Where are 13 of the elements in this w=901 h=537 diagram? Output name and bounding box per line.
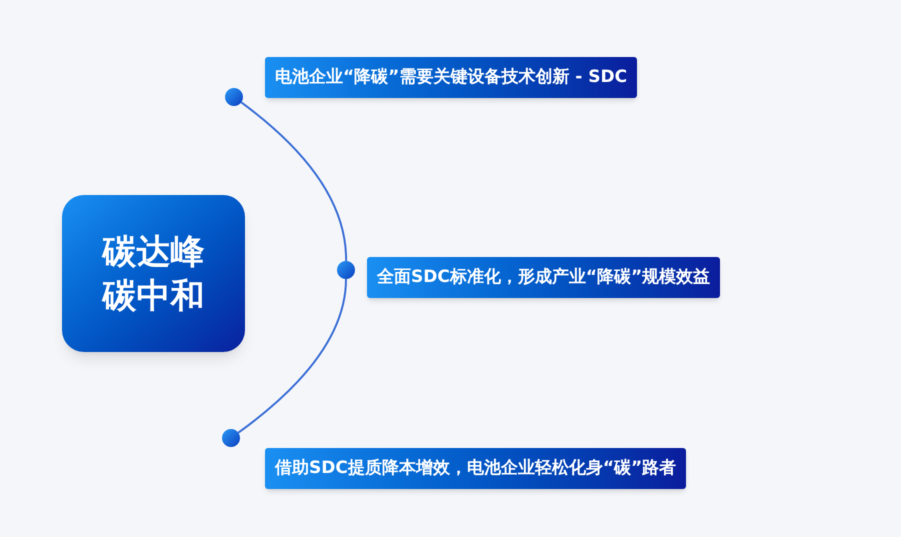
banner-text: 借助SDC提质降本增效，电池企业轻松化身“碳”路者 xyxy=(275,456,676,480)
dot-marker xyxy=(337,261,355,279)
title-text: 碳达峰碳中和 xyxy=(100,230,206,318)
dot-marker xyxy=(225,88,243,106)
banner-text: 电池企业“降碳”需要关键设备技术创新 - SDC xyxy=(275,66,628,89)
title-card xyxy=(62,195,245,352)
arc-line xyxy=(240,102,348,262)
point-banner xyxy=(265,448,686,489)
banner-text: 全面SDC标准化，形成产业“降碳”规模效益 xyxy=(377,266,710,289)
dot-marker xyxy=(222,429,240,447)
point-banner xyxy=(265,57,638,98)
arc-line xyxy=(238,278,347,434)
point-banner xyxy=(367,257,720,298)
